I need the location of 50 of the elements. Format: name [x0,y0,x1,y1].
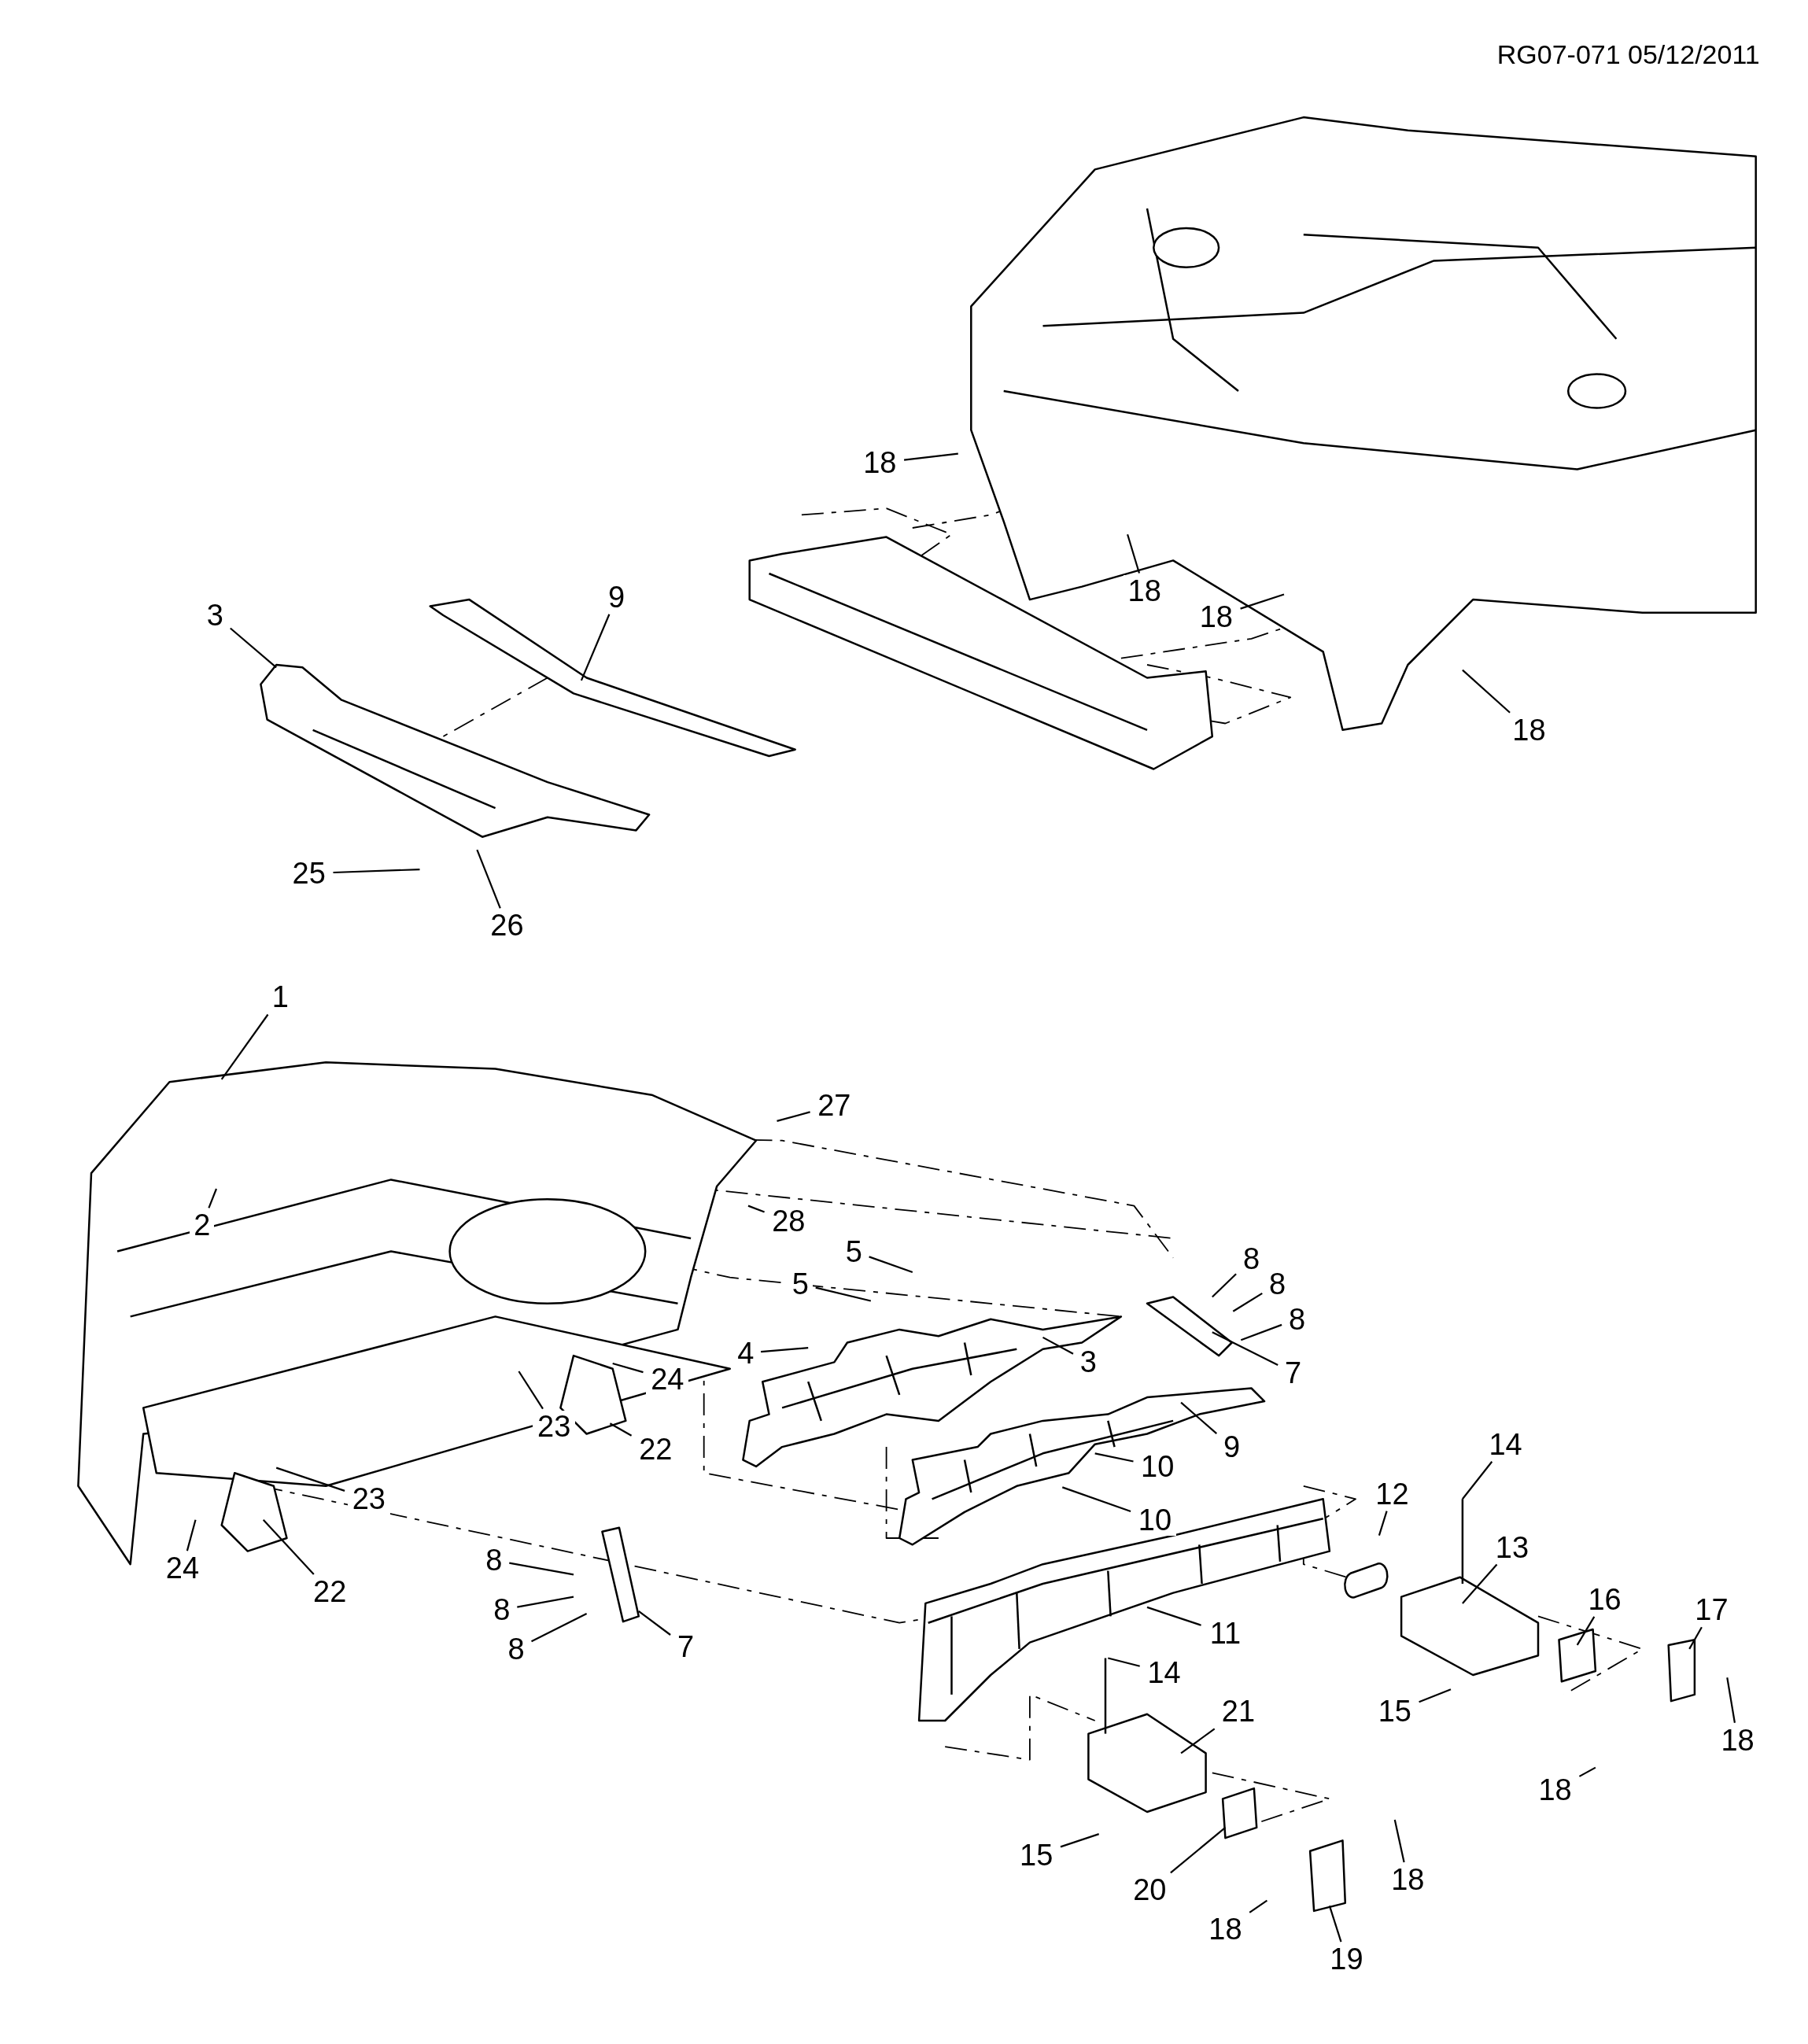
leader-line [1419,1688,1452,1703]
leader-line [1170,1827,1227,1874]
leader-line [1462,669,1511,714]
leader-line [1462,1461,1493,1500]
leader-line [815,1286,872,1302]
leader-line [1240,1323,1282,1341]
leader-line [777,1111,810,1122]
leader-line [1180,1401,1218,1434]
leader-line [747,1205,765,1213]
leader-line [612,1362,644,1374]
leader-line [1094,1452,1134,1463]
leader-line [1726,1677,1736,1723]
leader-line [220,1013,269,1080]
leader-line [518,1371,544,1410]
leader-line [1240,593,1285,610]
leader-line [275,1467,345,1492]
leader-line [1576,1616,1596,1646]
leader-line [1108,1657,1140,1667]
leader-line [1060,1833,1100,1848]
leader-line [1127,534,1141,574]
leader-line [761,1347,809,1353]
leader-line [1462,1563,1498,1604]
leader-line [1212,1331,1279,1366]
leader-line [869,1256,913,1274]
leader-line [580,614,611,681]
leader-line [1249,1899,1268,1913]
leader-line [262,1519,315,1575]
leader-line [509,1562,574,1576]
drawing-reference: RG07-071 05/12/2011 [1496,39,1760,69]
leader-line [531,1613,588,1643]
leader-line [1328,1905,1342,1943]
leader-line [1688,1626,1703,1650]
leader-line [517,1596,574,1608]
leader-line [638,1610,671,1636]
leader-line [1212,1273,1237,1298]
leader-line [208,1188,218,1208]
leader-line [1378,1511,1388,1537]
leader-line [333,869,420,874]
leader-line [903,452,958,461]
leader-line [1578,1766,1596,1777]
leader-line [1042,1336,1074,1355]
leader-line [230,627,277,669]
leader-line [476,849,501,909]
leader-line [1146,1606,1201,1626]
leader-line [186,1519,197,1551]
leader-line [1393,1819,1405,1863]
leader-line [1180,1728,1216,1754]
leader-line [609,1422,633,1437]
leader-line [1061,1486,1131,1513]
leader-line [1232,1292,1263,1312]
